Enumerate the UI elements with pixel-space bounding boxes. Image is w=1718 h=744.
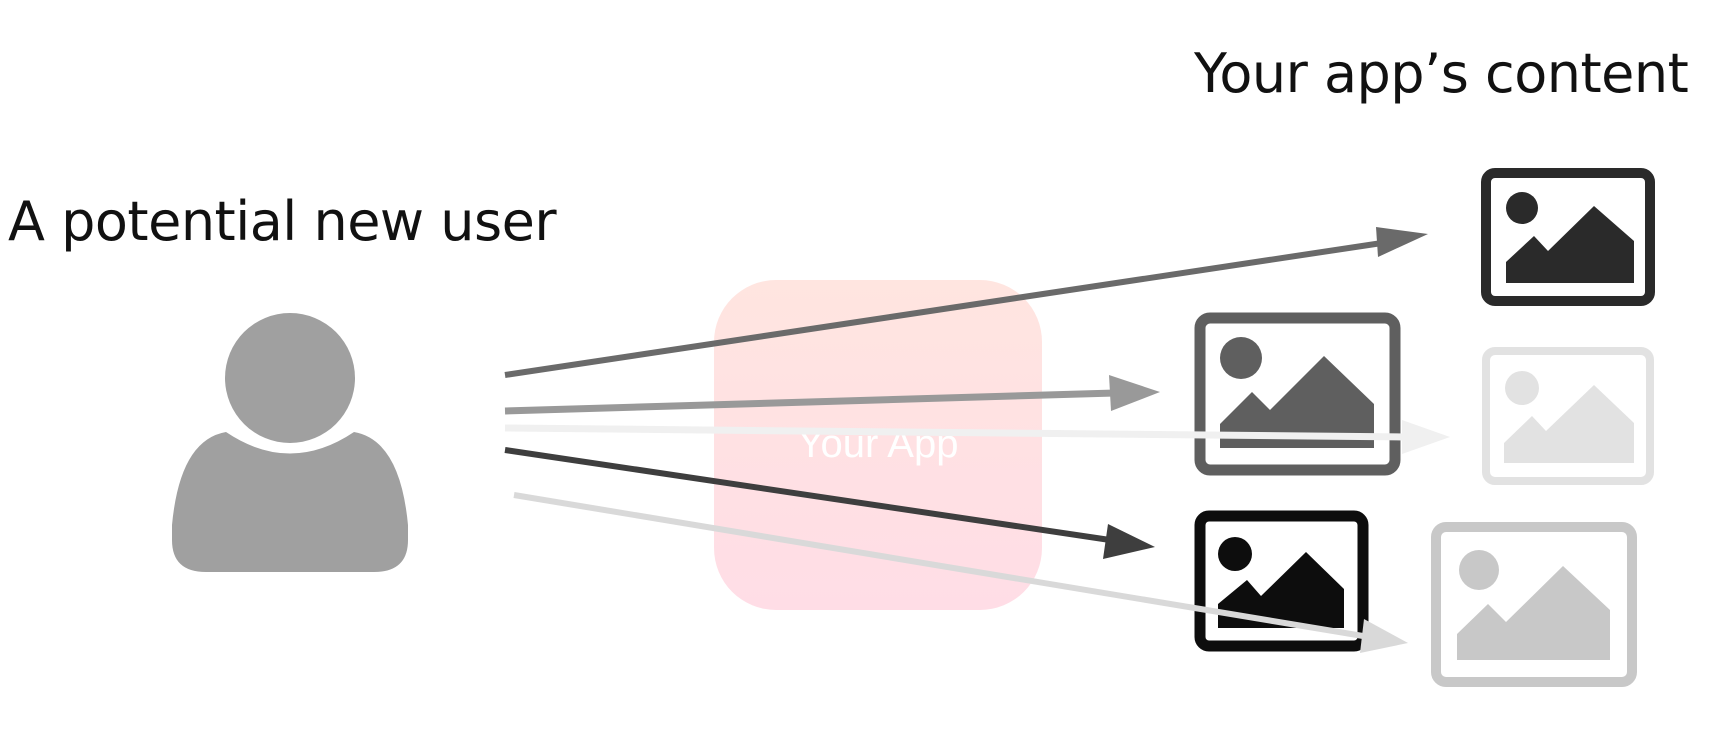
arrow-icon — [504, 447, 1155, 559]
content-title: Your app’s content — [1194, 42, 1689, 105]
user-title: A potential new user — [8, 190, 557, 253]
arrow-icon — [504, 375, 1160, 415]
image-icon — [1194, 312, 1401, 476]
person-icon — [172, 313, 408, 572]
arrow-icon — [513, 492, 1408, 653]
image-icon — [1194, 510, 1369, 652]
image-icon — [1431, 522, 1637, 687]
arrow-icon — [504, 420, 1450, 454]
image-icon — [1482, 347, 1654, 485]
image-icon — [1481, 168, 1655, 306]
arrow-icon — [504, 227, 1428, 378]
